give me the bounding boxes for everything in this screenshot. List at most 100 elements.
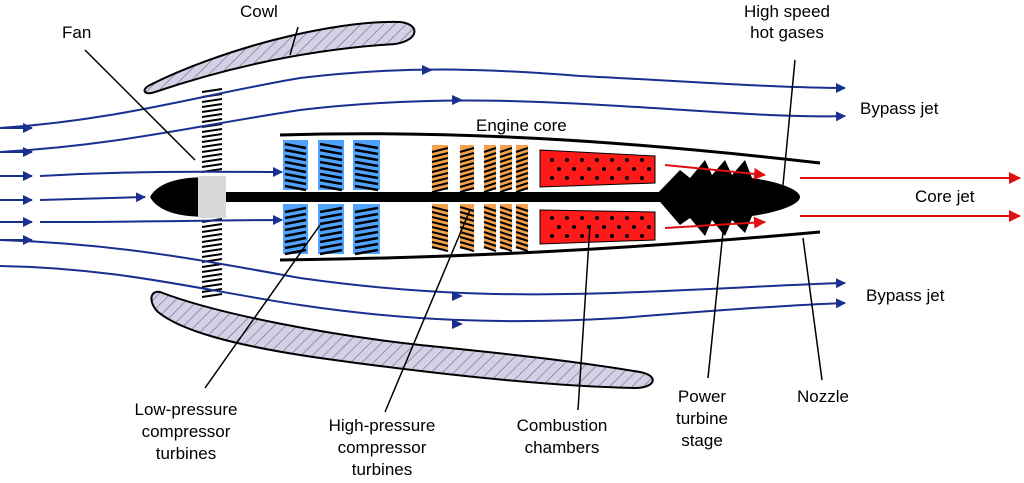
hpc-blade: [483, 211, 497, 217]
combustion-dot: [595, 176, 599, 180]
combustion-dot: [587, 167, 591, 171]
combustion-dot: [625, 158, 629, 162]
fan-blade: [201, 113, 223, 118]
hpc-blade: [431, 231, 449, 237]
hpc-blade: [459, 162, 475, 168]
hot-gas-arrow-bottom: [664, 216, 766, 229]
lpc-blade: [354, 160, 379, 168]
label-hpc-line3: turbines: [352, 460, 412, 478]
hpc-blade: [431, 206, 449, 212]
combustion-dot: [550, 216, 554, 220]
hpc-blade: [431, 172, 449, 178]
combustion-dot: [565, 158, 569, 162]
lpc-blade: [284, 218, 307, 226]
core-casing-bottom: [279, 230, 821, 262]
hpc-blade: [431, 152, 449, 158]
hpc-blade: [515, 236, 529, 242]
fan-blade: [201, 293, 223, 298]
hpc-blade: [483, 167, 497, 173]
hpc-blade: [499, 216, 513, 222]
fan-blade: [201, 223, 223, 228]
hpc-blade: [515, 211, 529, 217]
hpc-blade: [431, 167, 449, 173]
lpc-blade: [354, 242, 379, 250]
fan-blade: [201, 253, 223, 258]
hpc-blade: [483, 157, 497, 163]
hpc-blade: [431, 162, 449, 168]
hpc-blade: [515, 221, 529, 227]
hpc-blade: [431, 236, 449, 242]
hpc-blade: [515, 182, 529, 188]
hpc-blade: [459, 211, 475, 217]
fan-blade: [201, 128, 223, 133]
combustion-dot: [572, 225, 576, 229]
combustion-dot: [647, 167, 651, 171]
hpc-blade: [515, 172, 529, 178]
hpc-blade: [499, 236, 513, 242]
lpc-blade: [319, 206, 343, 214]
lpc-blade: [354, 142, 379, 150]
combustion-dot: [565, 216, 569, 220]
lpc-blade: [284, 224, 307, 232]
fan-blade: [201, 103, 223, 108]
lpc-blade: [319, 166, 343, 174]
lpc-blade: [284, 160, 307, 168]
hpc-blade: [459, 206, 475, 212]
spinner: [150, 177, 212, 217]
core-flow-line: [39, 192, 146, 203]
fan-blade: [201, 238, 223, 243]
hpc-blade: [483, 221, 497, 227]
hpc-blade: [459, 177, 475, 183]
lpc-blade: [284, 242, 307, 250]
lpc-blade: [354, 230, 379, 238]
bypass-flow-line: [0, 99, 846, 153]
low-pressure-compressor: [283, 140, 380, 256]
lpc-blade: [319, 212, 343, 220]
hpc-blade: [483, 236, 497, 242]
label-lpc-line3: turbines: [156, 444, 216, 463]
core-casing-top: [279, 132, 821, 165]
hpc-blade: [499, 206, 513, 212]
flow-arrowhead: [422, 65, 433, 75]
lpc-blade: [319, 242, 343, 250]
hpc-blade: [499, 226, 513, 232]
lpc-blade: [284, 178, 307, 186]
lpc-blade: [284, 148, 307, 156]
cowl-top: [143, 20, 416, 95]
hpc-blade: [431, 241, 449, 247]
lpc-blade: [319, 178, 343, 186]
hpc-blade: [483, 231, 497, 237]
fan-blade: [201, 138, 223, 143]
hpc-blade: [459, 147, 475, 153]
label-bypass-jet-bottom: Bypass jet: [866, 286, 945, 305]
flow-arrowhead: [452, 319, 463, 329]
bypass-flow-line: [0, 265, 846, 323]
hpc-blade: [459, 246, 475, 252]
fan-blade: [201, 233, 223, 238]
combustion-dot: [595, 216, 599, 220]
combustion-dot: [565, 234, 569, 238]
lpc-blade: [319, 160, 343, 168]
hpc-blade: [459, 221, 475, 227]
lpc-blade: [354, 166, 379, 174]
lpc-blade: [354, 206, 379, 214]
lpc-blade: [354, 218, 379, 226]
core-flow-line: [39, 166, 283, 177]
fan-blade: [201, 158, 223, 163]
combustion-dot: [610, 216, 614, 220]
lpc-blade: [284, 206, 307, 214]
hpc-blade: [499, 241, 513, 247]
lpc-blade: [319, 236, 343, 244]
fan-blade: [201, 268, 223, 273]
combustion-dot: [580, 234, 584, 238]
hpc-blade: [515, 187, 529, 193]
hpc-blade: [515, 147, 529, 153]
combustion-dot: [572, 167, 576, 171]
fan-blade: [201, 243, 223, 248]
lpc-blade: [319, 172, 343, 180]
label-engine-core: Engine core: [476, 116, 567, 135]
hpc-blade: [499, 152, 513, 158]
hpc-blade: [483, 147, 497, 153]
lpc-blade: [354, 224, 379, 232]
hpc-blade: [431, 187, 449, 193]
